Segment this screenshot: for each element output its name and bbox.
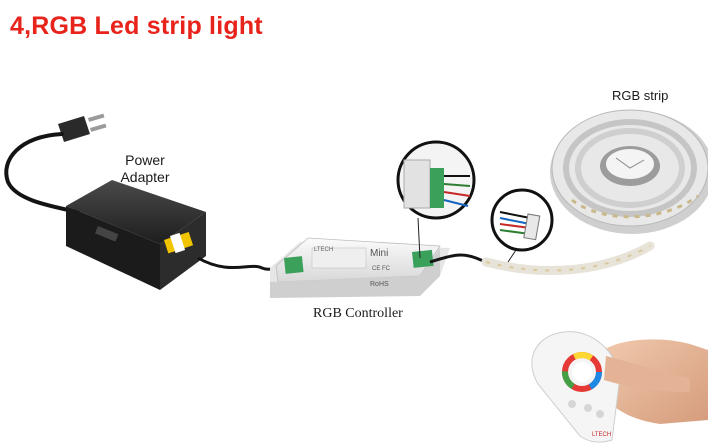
remote-button-3 <box>596 410 604 418</box>
rgb-controller-label: RGB Controller <box>313 306 403 321</box>
power-adapter <box>66 180 206 290</box>
page-title: 4,RGB Led strip light <box>10 12 263 40</box>
remote-brand: LTECH <box>592 432 611 438</box>
output-terminal <box>412 249 434 268</box>
rgb-controller: LTECH Mini CE FC RoHS <box>270 237 450 298</box>
controller-rohs-mark: RoHS <box>370 281 389 288</box>
plug-icon <box>58 113 107 142</box>
terminal-zoom-callout <box>396 140 476 259</box>
power-adapter-label: Power Adapter <box>112 152 178 186</box>
controller-brand: LTECH <box>314 247 333 253</box>
remote-button-2 <box>584 404 592 412</box>
controller-model: Mini <box>370 248 388 259</box>
ac-cable <box>4 132 80 214</box>
led-strip <box>481 241 655 275</box>
power-adapter-label-line2: Adapter <box>120 169 170 185</box>
remote-button-1 <box>568 400 576 408</box>
led-strip-reel <box>550 109 708 234</box>
remote-in-hand: LTECH <box>531 331 708 443</box>
input-terminal <box>283 256 304 274</box>
connector-zoom-callout <box>490 188 554 263</box>
controller-ce-mark: CE FC <box>372 266 391 272</box>
power-adapter-label-line1: Power <box>125 152 165 168</box>
rgb-strip-label: RGB strip <box>612 88 669 103</box>
